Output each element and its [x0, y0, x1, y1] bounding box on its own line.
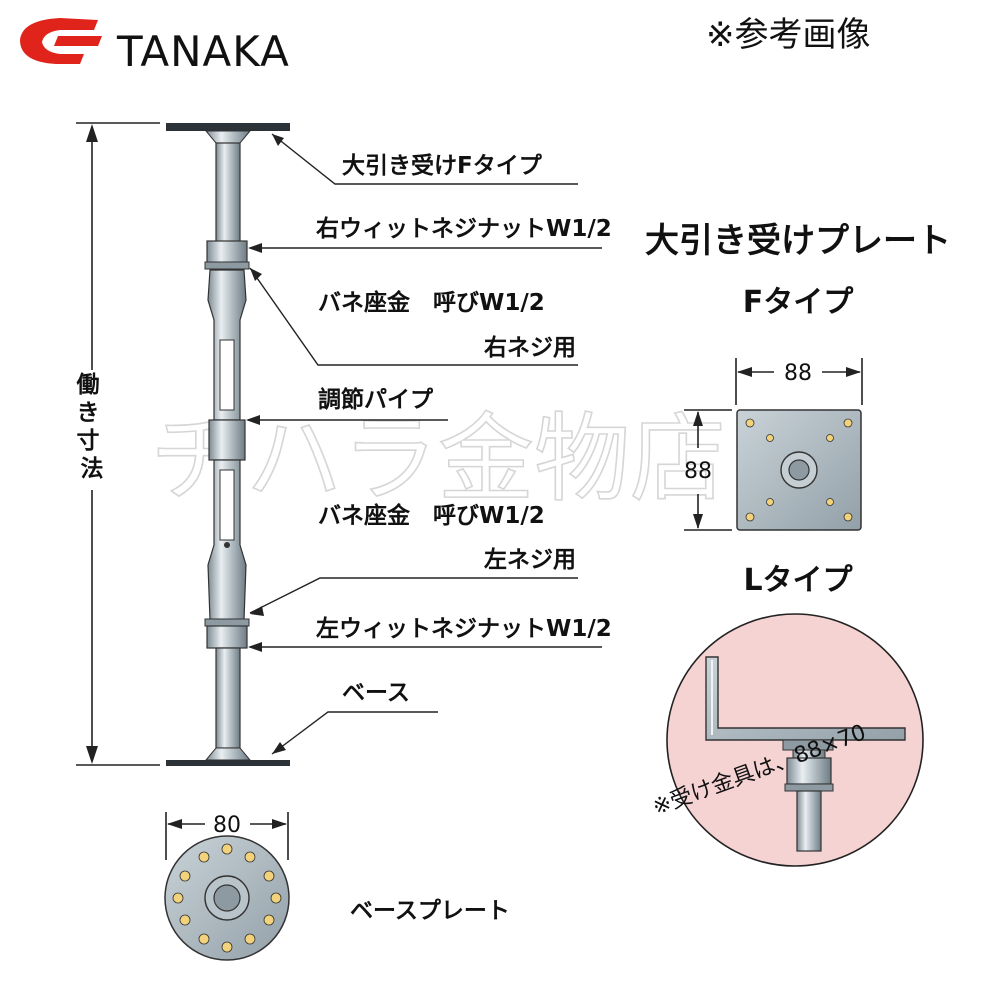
- top-plate: [166, 123, 290, 131]
- l-type-label: Lタイプ: [743, 563, 853, 598]
- base: [166, 760, 290, 766]
- l-type-bracket: [705, 656, 906, 741]
- f-type-label: Fタイプ: [743, 285, 854, 320]
- base-plate-drawing: 80: [164, 812, 290, 961]
- base-plate-width: 80: [213, 813, 241, 838]
- right-nut: [206, 240, 248, 264]
- f-type-holes: [745, 418, 853, 522]
- reference-image-note: ※参考画像: [706, 15, 871, 55]
- f-type-width: 88: [784, 361, 812, 386]
- label-right-nut: 右ウィットネジナットW1/2: [316, 215, 612, 242]
- leader-lines: [246, 133, 602, 755]
- spring-washer-right: [204, 261, 250, 270]
- label-spring-washer-right-2: 右ネジ用: [484, 334, 576, 361]
- tanaka-logo: TANAKA: [20, 18, 290, 76]
- left-nut: [206, 625, 248, 649]
- label-spring-washer-right-1: バネ座金 呼びW1/2: [318, 289, 545, 316]
- label-top-plate: 大引き受けFタイプ: [342, 152, 543, 179]
- label-base: ベース: [342, 680, 410, 706]
- height-dimension-label: 働 き 寸 法: [75, 372, 107, 482]
- label-base-plate: ベースプレート: [350, 898, 510, 924]
- label-adjust-pipe: 調節パイプ: [318, 386, 434, 413]
- f-type-plate: 88 88: [684, 358, 863, 531]
- f-type-height: 88: [684, 459, 712, 484]
- adjust-pipe: [208, 419, 246, 461]
- label-left-nut: 左ウィットネジナットW1/2: [316, 616, 612, 642]
- tanaka-logo-mark-icon: [20, 18, 102, 64]
- base-plate-holes: [172, 843, 282, 953]
- upper-bolt: [215, 142, 241, 244]
- support-post: [166, 123, 290, 766]
- label-spring-washer-left-1: バネ座金 呼びW1/2: [318, 502, 545, 529]
- label-spring-washer-left-2: 左ネジ用: [484, 547, 576, 573]
- spring-washer-left: [204, 618, 250, 627]
- lower-bolt: [215, 647, 241, 749]
- height-dimension: 働 き 寸 法: [75, 122, 160, 766]
- brand-name: TANAKA: [116, 27, 290, 76]
- l-type-detail: ※受け金具は、88×70: [650, 613, 924, 867]
- receiver-plate-title: 大引き受けプレート: [645, 221, 951, 261]
